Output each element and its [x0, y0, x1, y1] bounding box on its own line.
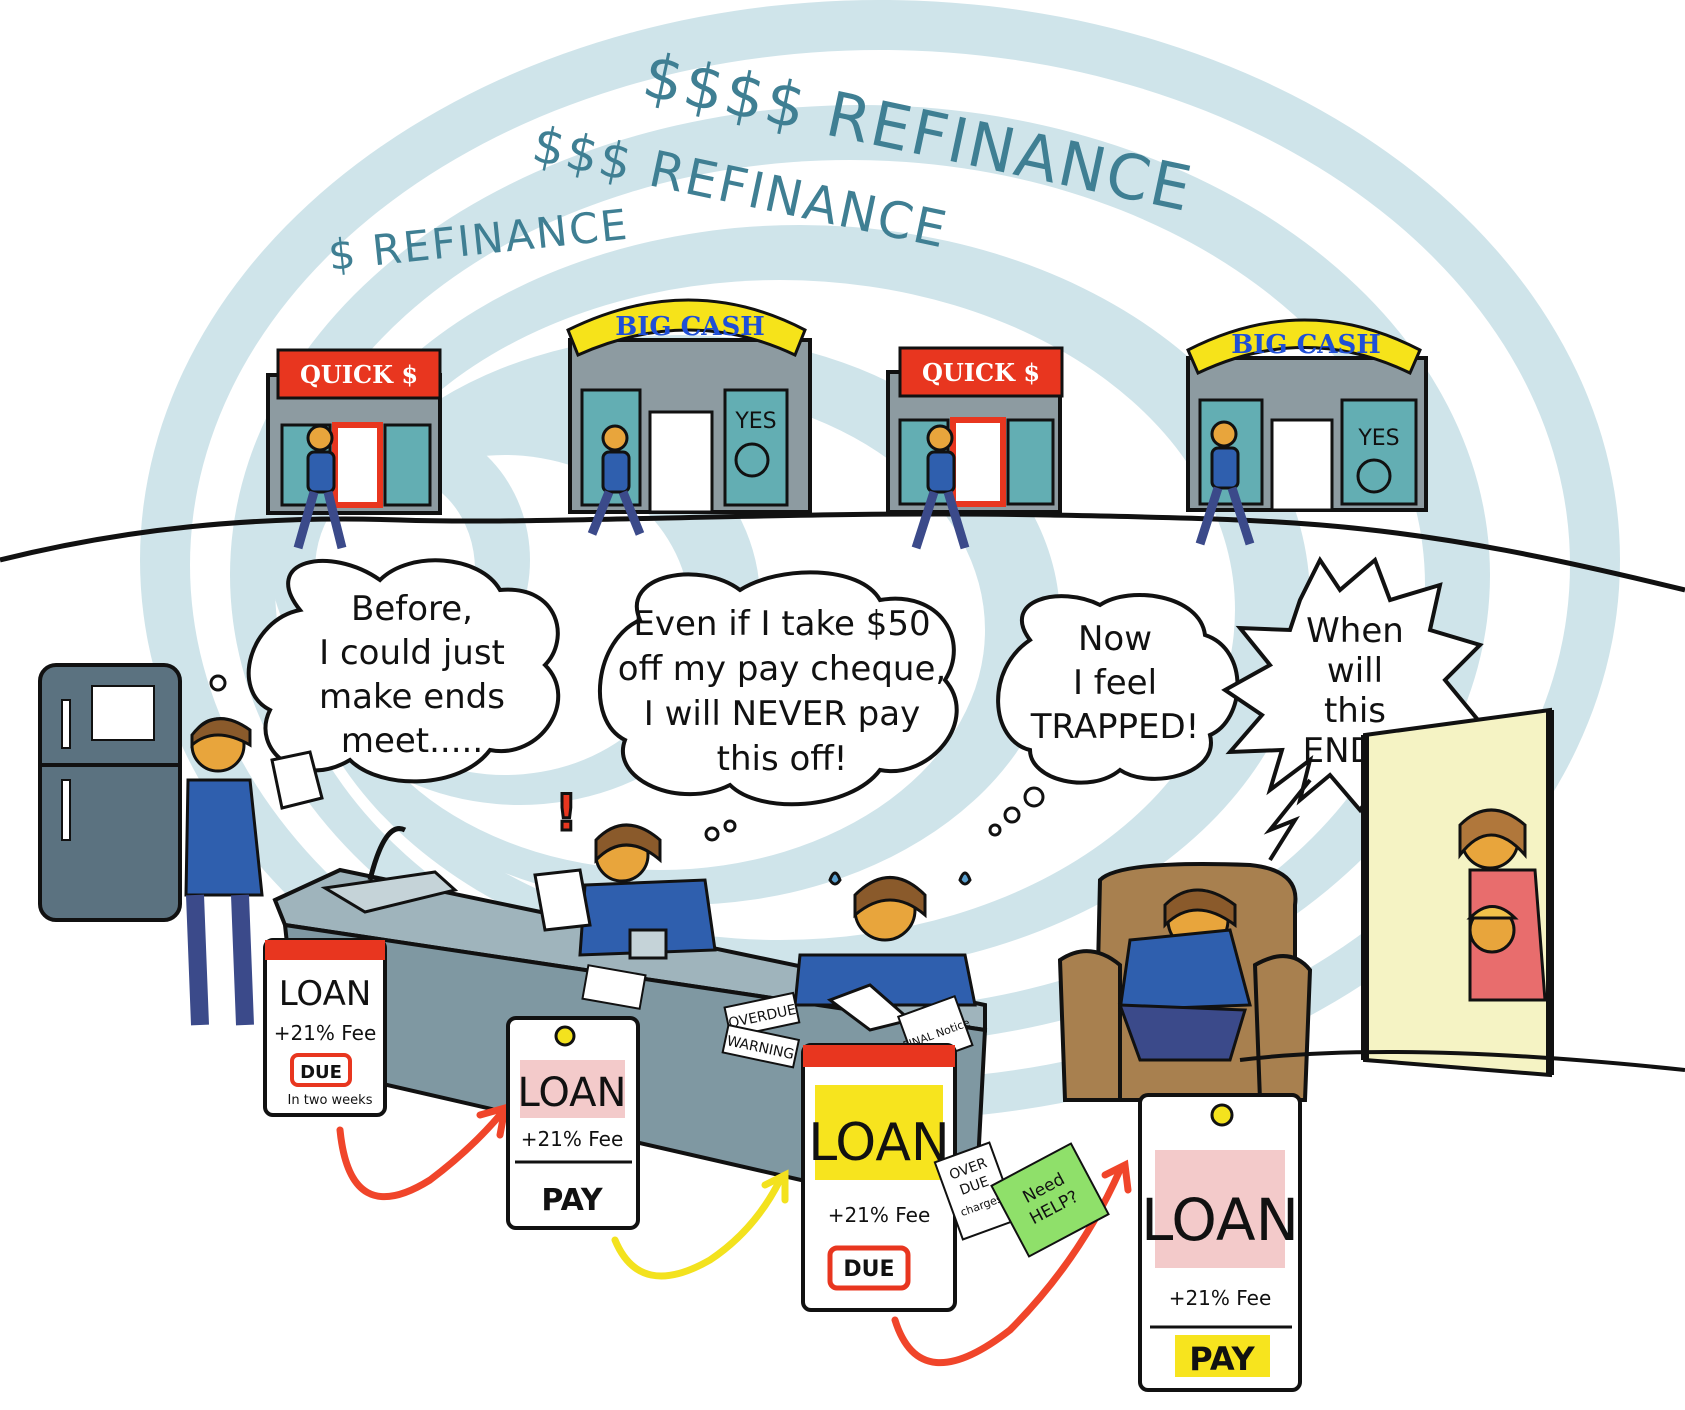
loan-ticket-1: LOAN +21% Fee DUE In two weeks — [263, 938, 387, 1117]
loan-ticket-3: LOAN +21% Fee DUE — [801, 1043, 957, 1312]
bubble-1-line-3: make ends — [319, 677, 505, 717]
ticket-3-fee: +21% Fee — [828, 1203, 931, 1227]
bubble-1-line-2: I could just — [319, 633, 505, 673]
ticket-4-action: PAY — [1189, 1340, 1255, 1378]
woman-calculator: ! — [533, 783, 717, 960]
quick-sign-2: QUICK $ — [922, 358, 1040, 387]
quick-sign-1: QUICK $ — [300, 360, 418, 389]
bubble-2-line-4: this off! — [717, 739, 848, 779]
ticket-2-fee: +21% Fee — [521, 1127, 624, 1151]
bubble-2-line-2: off my pay cheque, — [618, 649, 946, 689]
ticket-2-action: PAY — [541, 1183, 604, 1218]
store-quick-1: QUICK $ — [266, 348, 442, 515]
bubble-1-line-4: meet..... — [341, 721, 483, 761]
street-line — [0, 511, 1685, 593]
bubble-2: Even if I take $50 off my pay cheque, I … — [597, 570, 959, 842]
big-cash-sign-1: BIG CASH — [615, 312, 765, 342]
need-help-paper: Need HELP? — [990, 1142, 1110, 1258]
ticket-4-fee: +21% Fee — [1169, 1286, 1272, 1310]
bubble-3-line-2: I feel — [1073, 663, 1157, 703]
ticket-1-fee: +21% Fee — [274, 1021, 377, 1045]
mother-and-child — [1458, 808, 1547, 1002]
loan-ticket-2: LOAN +21% Fee PAY — [506, 1016, 640, 1230]
ticket-1-title: LOAN — [279, 974, 372, 1014]
store-big-1: YES BIG CASH — [566, 298, 812, 514]
store-quick-2: QUICK $ — [886, 346, 1064, 514]
ticket-2-title: LOAN — [518, 1070, 627, 1116]
bubble-2-line-1: Even if I take $50 — [633, 604, 930, 644]
exclamation-icon: ! — [555, 784, 578, 842]
bubble-3: Now I feel TRAPPED! — [988, 593, 1240, 837]
bubble-2-line-3: I will NEVER pay — [644, 694, 920, 734]
bubble-3-line-3: TRAPPED! — [1030, 707, 1200, 747]
ticket-3-title: LOAN — [808, 1113, 950, 1173]
ticket-3-stamp: DUE — [843, 1257, 894, 1282]
loan-ticket-4: LOAN +21% Fee PAY — [1138, 1093, 1302, 1392]
bubble-3-line-1: Now — [1078, 619, 1152, 659]
bubble-1: Before, I could just make ends meet..... — [209, 558, 561, 784]
bubble-4-line-3: this — [1324, 691, 1386, 731]
yes-window-1: YES — [734, 409, 776, 434]
bubble-4-line-1: When — [1306, 611, 1404, 651]
yes-window-2: YES — [1357, 426, 1399, 451]
ticket-1-stamp: DUE — [300, 1062, 342, 1083]
overdue-charges-paper: OVER DUE charges — [933, 1141, 1019, 1241]
ticket-1-note: In two weeks — [288, 1093, 373, 1108]
woman-crying — [1117, 888, 1252, 1062]
fridge — [38, 663, 182, 922]
big-cash-sign-2: BIG CASH — [1231, 330, 1381, 360]
ticket-4-title: LOAN — [1141, 1186, 1299, 1254]
bubble-1-line-1: Before, — [351, 589, 473, 629]
bubble-4-line-2: will — [1327, 651, 1383, 691]
woman-standing — [184, 717, 324, 1026]
woman-stressed — [793, 871, 977, 1032]
walking-figures — [293, 420, 1255, 550]
